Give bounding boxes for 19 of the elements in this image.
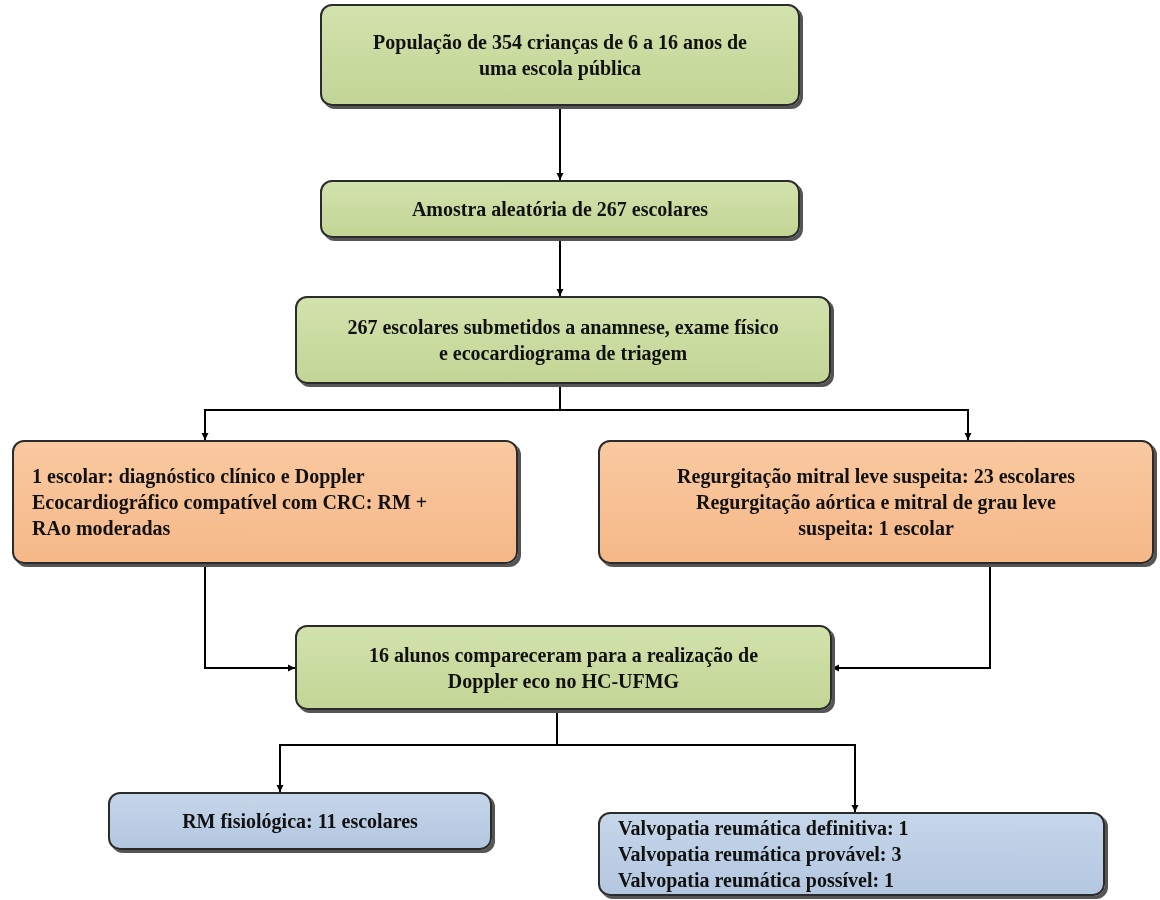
box-text: Valvopatia reumática possível: 1 [618, 868, 895, 893]
box-text: Amostra aleatória de 267 escolares [411, 197, 709, 222]
process-box [295, 625, 832, 710]
box-text: 1 escolar: diagnóstico clínico e Doppler Ecocardiográfico compatível com CRC: RM + RAo moderadas [32, 464, 429, 541]
process-box [295, 296, 831, 384]
process-box [598, 812, 1105, 896]
box-text: Valvopatia reumática provável: 3 [618, 842, 902, 867]
box-text: População de 354 crianças de 6 a 16 anos de uma escola pública [372, 30, 748, 81]
process-box [12, 440, 518, 564]
box-text: 16 alunos compareceram para a realização de Doppler eco no HC-UFMG [367, 642, 760, 694]
box-text: Valvopatia reumática definitiva: 1 [618, 816, 909, 841]
box-text: Regurgitação mitral leve suspeita: 23 escolares [677, 464, 1075, 489]
process-box [320, 180, 800, 238]
process-box [598, 440, 1154, 564]
process-box [320, 4, 800, 106]
box-text: 267 escolares submetidos a anamnese, exame físico e ecocardiograma de triagem [346, 315, 780, 366]
box-text: Regurgitação aórtica e mitral de grau leve suspeita: 1 escolar [695, 490, 1057, 541]
box-text: RM fisiológica: 11 escolares [182, 809, 418, 834]
process-box [108, 792, 492, 850]
